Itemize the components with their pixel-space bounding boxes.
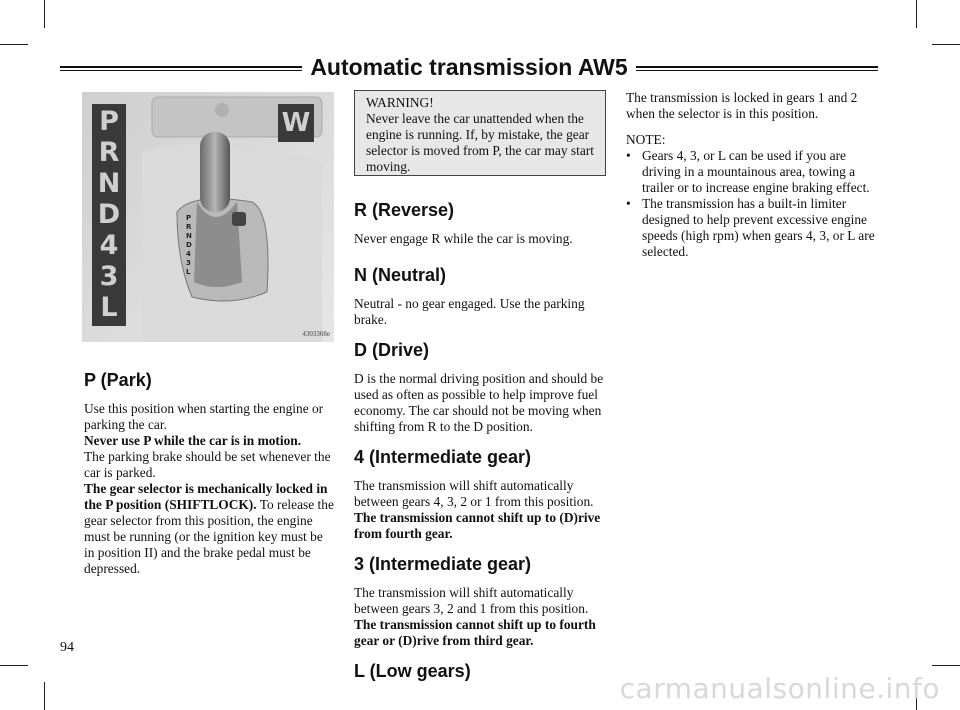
section-heading: D (Drive): [354, 340, 430, 360]
gear-letter: D: [97, 199, 121, 230]
paragraph: Neutral - no gear engaged. Use the parki…: [354, 296, 585, 327]
page-number: 94: [60, 640, 74, 655]
warning-text: Never leave the car unattended when the …: [366, 111, 594, 174]
gear-letter: 3: [99, 261, 119, 292]
paragraph-bold: The transmission cannot shift up to (D)r…: [354, 510, 601, 541]
figure-code: 4303308e: [302, 330, 330, 338]
right-column: The transmission is locked in gears 1 an…: [626, 90, 878, 260]
paragraph-bold: Never use P while the car is in motion.: [84, 433, 302, 448]
gear-letter: R: [98, 137, 120, 168]
paragraph: The transmission will shift automaticall…: [354, 478, 594, 509]
paragraph: Use this position when starting the engi…: [84, 401, 324, 432]
page-header: Automatic transmission AW5: [60, 54, 878, 81]
winter-mode-letter: W: [281, 108, 311, 138]
list-item: •The transmission has a built-in limiter…: [626, 196, 875, 259]
paragraph: Never engage R while the car is moving.: [354, 231, 573, 246]
page-title: Automatic transmission AW5: [302, 54, 636, 81]
park-section: P (Park) Use this position when starting…: [84, 370, 336, 577]
paragraph: D is the normal driving position and sho…: [354, 371, 604, 434]
watermark: carmanualsonline.info: [619, 672, 940, 705]
gear-letter: 4: [99, 230, 119, 261]
winter-mode-box: W: [278, 104, 314, 142]
warning-title: WARNING!: [366, 95, 434, 110]
note-title: NOTE:: [626, 132, 666, 147]
paragraph: The transmission will shift automaticall…: [354, 585, 589, 616]
paragraph: The gear selector is mechanically locked…: [84, 481, 334, 576]
gear-letter: N: [97, 168, 121, 199]
paragraph-bold: The transmission cannot shift up to four…: [354, 617, 596, 648]
section-heading: 4 (Intermediate gear): [354, 447, 532, 467]
section-heading: 3 (Intermediate gear): [354, 554, 532, 574]
middle-column: R (Reverse) Never engage R while the car…: [354, 200, 606, 682]
gear-strip: [92, 104, 126, 326]
section-heading: L (Low gears): [354, 661, 471, 681]
gear-letter: P: [99, 106, 119, 137]
list-item: •Gears 4, 3, or L can be used if you are…: [626, 148, 870, 195]
section-heading: N (Neutral): [354, 265, 447, 285]
warning-box: WARNING! Never leave the car unattended …: [354, 90, 606, 176]
section-heading: R (Reverse): [354, 200, 455, 220]
paragraph: The transmission is locked in gears 1 an…: [626, 90, 858, 121]
paragraph: The parking brake should be set whenever…: [84, 449, 331, 480]
gear-letter: L: [100, 292, 118, 323]
note-list: •Gears 4, 3, or L can be used if you are…: [626, 148, 878, 260]
section-heading: P (Park): [84, 370, 152, 390]
